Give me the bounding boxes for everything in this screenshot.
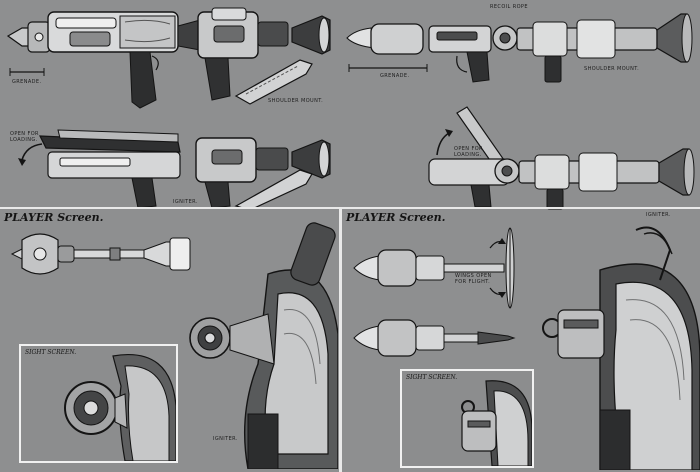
weapon-b-grenade-label: GRENADE. bbox=[380, 73, 410, 79]
weapon-a-igniter-label: IGNITER. bbox=[173, 199, 198, 205]
weapon-b-recoil-rope-label: RECOIL ROPE bbox=[490, 4, 528, 10]
player-screen-a-sight-inset: SIGHT SCREEN. bbox=[19, 344, 178, 463]
vertical-divider bbox=[339, 207, 342, 472]
weapon-b-open-for-loading-label: OPEN FOR LOADING. bbox=[454, 146, 483, 158]
player-screen-b-sight-inset: SIGHT SCREEN. bbox=[400, 369, 534, 468]
horizontal-divider bbox=[0, 207, 700, 209]
player-screen-b-sight-label: SIGHT SCREEN. bbox=[406, 374, 458, 381]
player-screen-a-sight-drawing bbox=[64, 354, 176, 461]
player-screen-a-grenade-drawing bbox=[10, 233, 191, 275]
weapon-a-open-for-loading-label: OPEN FOR LOADING. bbox=[10, 131, 39, 143]
player-screen-b-weapon-view bbox=[542, 226, 700, 470]
weapon-b-open-drawing bbox=[428, 106, 695, 210]
weapon-b-closed-drawing bbox=[346, 13, 693, 83]
weapon-b-shoulder-mount-label: SHOULDER MOUNT. bbox=[584, 66, 640, 72]
weapon-a-closed-drawing bbox=[6, 7, 331, 109]
player-screen-a-igniter-label: IGNITER. bbox=[213, 436, 238, 442]
player-screen-a-title: PLAYER Screen. bbox=[4, 211, 104, 224]
player-screen-a-sight-label: SIGHT SCREEN. bbox=[25, 349, 77, 356]
player-screen-b-grenade-wings-open bbox=[353, 227, 515, 309]
player-screen-b-title: PLAYER Screen. bbox=[346, 211, 446, 224]
player-screen-b-grenade-wings-closed bbox=[353, 319, 516, 357]
weapon-a-shoulder-mount-label: SHOULDER MOUNT. bbox=[268, 98, 324, 104]
weapon-a-grenade-label: GRENADE. bbox=[12, 79, 42, 85]
player-screen-b-wings-label: WINGS OPEN FOR FLIGHT. bbox=[455, 273, 492, 285]
player-screen-b-sight-drawing bbox=[461, 380, 532, 466]
weapon-a-open-drawing bbox=[18, 129, 331, 208]
player-screen-b-igniter-label: IGNITER. bbox=[646, 212, 671, 218]
player-screen-a-weapon-view bbox=[189, 222, 338, 469]
